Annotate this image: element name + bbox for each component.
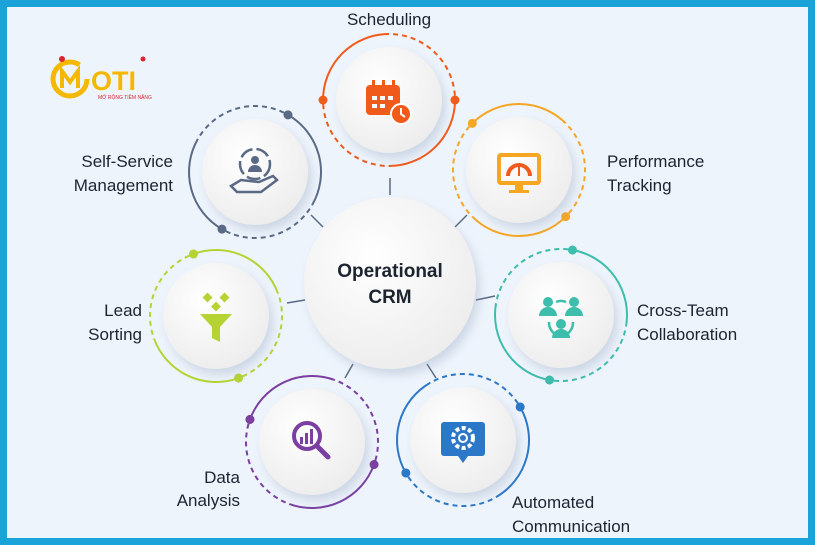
- ring-dot: [567, 245, 577, 255]
- gear-chat-icon: [441, 422, 485, 463]
- ring-dot: [467, 118, 477, 128]
- ring-dot: [369, 460, 379, 470]
- ring-dot: [450, 95, 460, 105]
- node-ring: [452, 102, 586, 238]
- node-ring: [149, 248, 283, 384]
- center-title-line1: Operational: [337, 261, 443, 282]
- label-lead-sorting-line1: Lead: [104, 301, 142, 320]
- ring-dot: [401, 468, 411, 478]
- moti-logo: OTI MỞ RỘNG TIỀM NĂNG: [50, 56, 152, 101]
- ring-dot: [217, 224, 227, 234]
- ring-dot: [515, 402, 525, 412]
- center-title-line2: CRM: [368, 287, 411, 308]
- node-ring: [395, 373, 531, 507]
- label-data-analysis-line1: Data: [204, 468, 240, 487]
- label-scheduling: Scheduling: [347, 10, 431, 29]
- dashboard-gauge-icon: [497, 153, 541, 193]
- center-node-operational-crm: Operational CRM: [304, 197, 476, 369]
- label-lead-sorting-line2: Sorting: [88, 325, 142, 344]
- label-performance-line2: Tracking: [607, 176, 672, 195]
- ring-dot: [188, 249, 198, 259]
- label-cross-team-line2: Collaboration: [637, 325, 737, 344]
- label-self-service-line1: Self-Service: [81, 152, 173, 171]
- label-automated-line2: Communication: [512, 517, 630, 536]
- ring-dot: [561, 212, 571, 222]
- magnifier-chart-icon: [292, 421, 331, 460]
- node-cross-team: [493, 245, 629, 385]
- node-ring: [318, 32, 460, 168]
- ring-dot: [545, 375, 555, 385]
- label-self-service-line2: Management: [74, 176, 174, 195]
- connectors: [286, 178, 496, 379]
- node-ring: [493, 245, 629, 385]
- node-ring: [187, 105, 323, 239]
- label-data-analysis-line2: Analysis: [177, 491, 240, 510]
- label-cross-team-line1: Cross-Team: [637, 301, 729, 320]
- node-disc: [508, 262, 614, 368]
- label-automated-line1: Automated: [512, 493, 594, 512]
- node-ring: [245, 374, 379, 510]
- user-hand-cycle-icon: [228, 147, 279, 194]
- ring-dot: [245, 414, 255, 424]
- label-performance-line1: Performance: [607, 152, 704, 171]
- logo-tagline: MỞ RỘNG TIỀM NĂNG: [98, 94, 152, 101]
- team-icon: [539, 297, 583, 338]
- svg-text:OTI: OTI: [91, 66, 136, 96]
- node-labels: Scheduling Performance Tracking Cross-Te…: [74, 10, 737, 536]
- ring-dot: [318, 95, 328, 105]
- ring-dot: [234, 373, 244, 383]
- ring-dot: [283, 110, 293, 120]
- calendar-clock-icon: [366, 80, 412, 125]
